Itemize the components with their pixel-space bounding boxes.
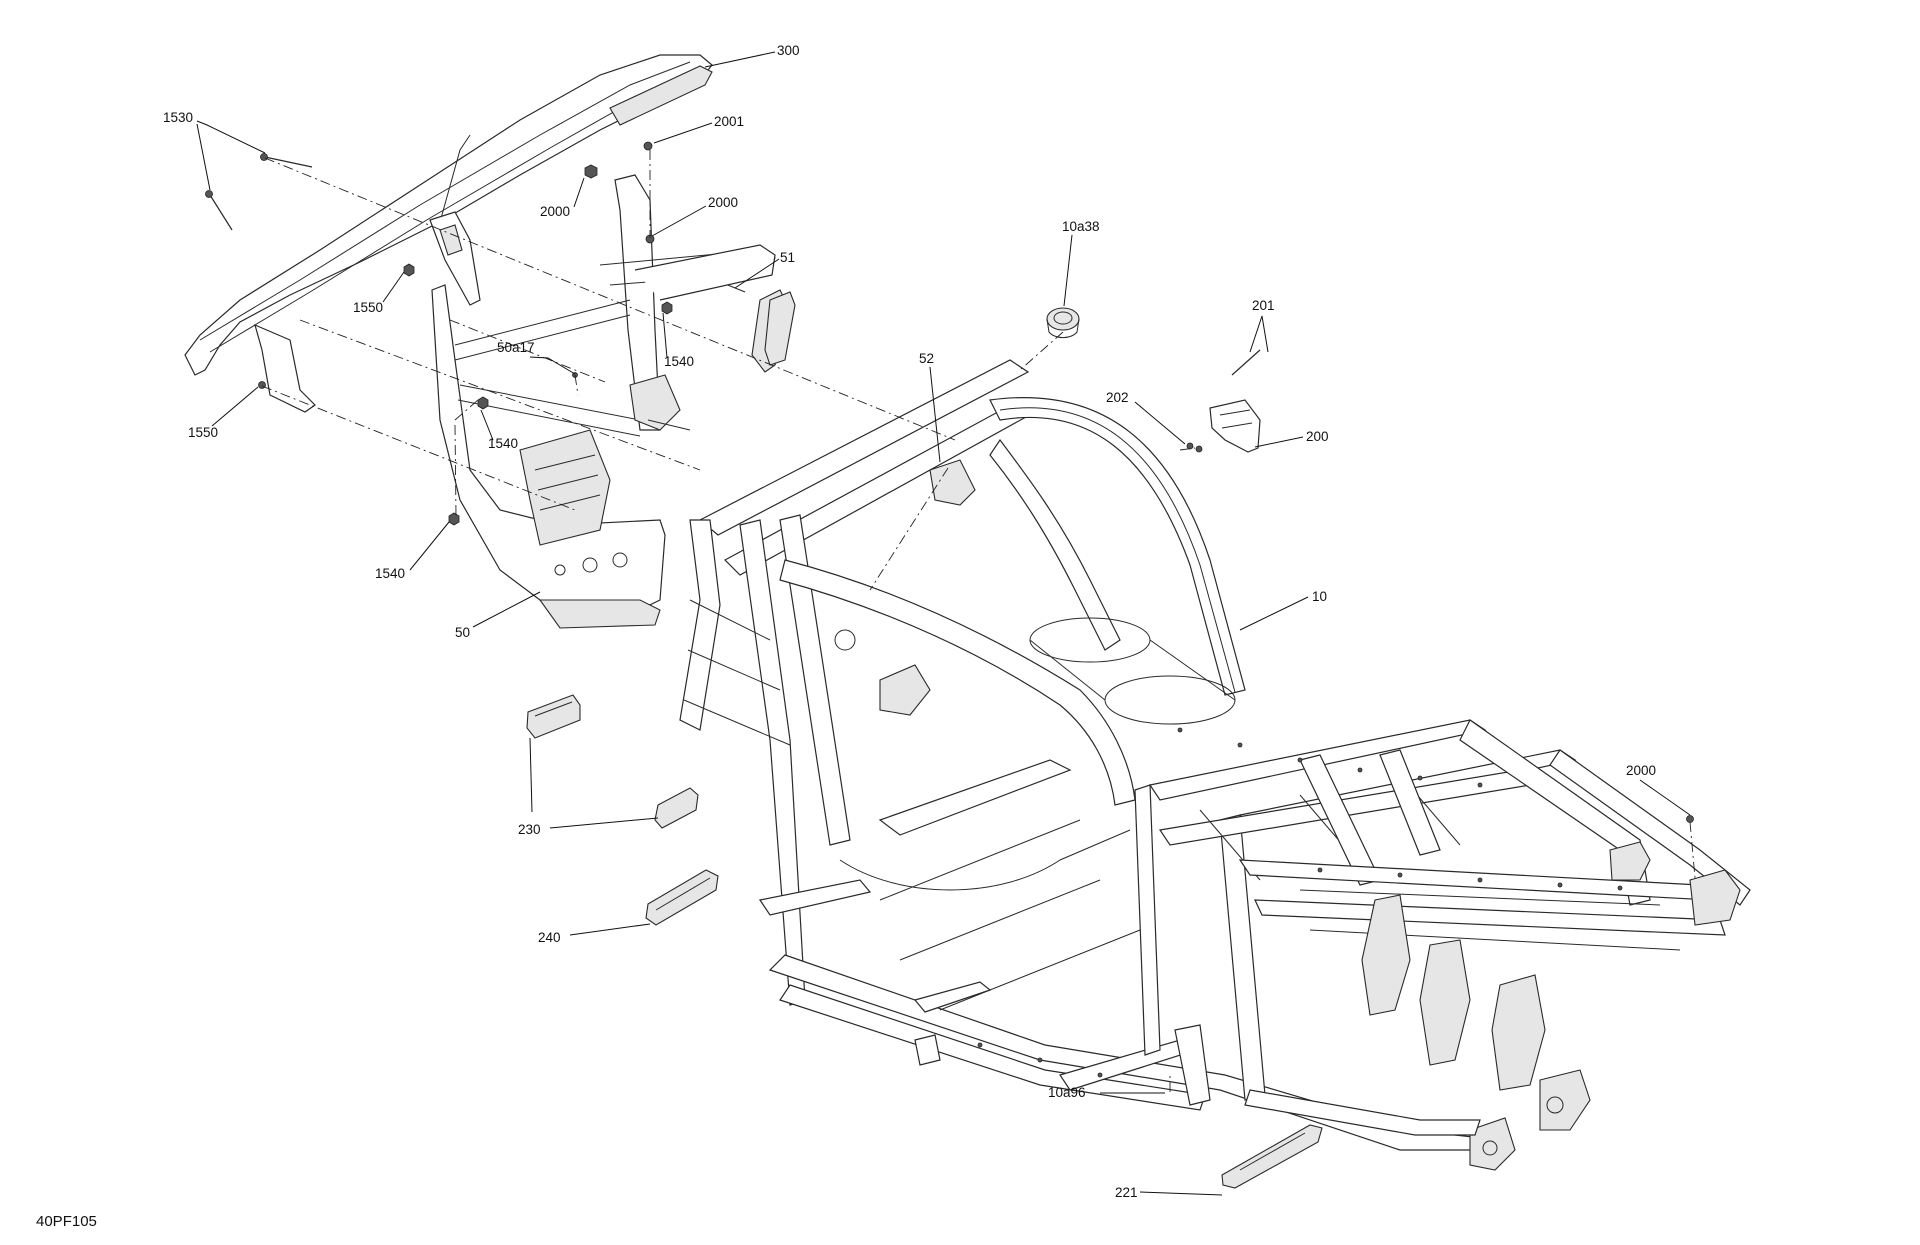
leader-lines bbox=[196, 51, 1691, 1196]
main-frame-part-10 bbox=[679, 359, 1751, 1171]
callout-1540-middle: 1540 bbox=[488, 436, 518, 451]
callout-221: 221 bbox=[1115, 1185, 1138, 1200]
callout-50: 50 bbox=[455, 625, 470, 640]
callout-1530: 1530 bbox=[163, 110, 193, 125]
callout-1550-lower: 1550 bbox=[188, 425, 218, 440]
callout-2001: 2001 bbox=[714, 114, 744, 129]
callout-2000-upper-right: 2000 bbox=[708, 195, 738, 210]
callout-2000-upper-left: 2000 bbox=[540, 204, 570, 219]
callout-1550-upper: 1550 bbox=[353, 300, 383, 315]
alignment-lines bbox=[261, 150, 1696, 1092]
callout-51: 51 bbox=[780, 250, 795, 265]
callout-202: 202 bbox=[1106, 390, 1129, 405]
front-crossmember-part-51 bbox=[634, 244, 796, 366]
callout-2000-rear: 2000 bbox=[1626, 763, 1656, 778]
callout-201: 201 bbox=[1252, 298, 1275, 313]
callout-240: 240 bbox=[538, 930, 561, 945]
callout-1540-lower: 1540 bbox=[375, 566, 405, 581]
front-bumper-part-300 bbox=[184, 54, 713, 413]
bracket-part-200 bbox=[1209, 399, 1261, 453]
callout-200: 200 bbox=[1306, 429, 1329, 444]
callout-300: 300 bbox=[777, 43, 800, 58]
figure-id: 40PF105 bbox=[36, 1213, 97, 1230]
callout-50a17: 50a17 bbox=[497, 340, 535, 355]
callout-10: 10 bbox=[1312, 589, 1327, 604]
rubber-mount-10a38 bbox=[1046, 307, 1080, 339]
callout-52: 52 bbox=[919, 351, 934, 366]
callout-1540-upper: 1540 bbox=[664, 354, 694, 369]
callout-10a96: 10a96 bbox=[1048, 1085, 1086, 1100]
skid-plate-part-230-lower bbox=[654, 787, 699, 829]
callout-labels: 300 1530 2001 2000 2000 51 1550 1540 50a… bbox=[163, 43, 1656, 1200]
skid-plate-part-240 bbox=[645, 869, 719, 926]
bumper-support-part-50 bbox=[431, 174, 791, 629]
callout-230: 230 bbox=[518, 822, 541, 837]
callout-10a38: 10a38 bbox=[1062, 219, 1100, 234]
skid-plate-part-230-upper bbox=[526, 694, 581, 739]
guard-part-221 bbox=[1221, 1124, 1323, 1189]
